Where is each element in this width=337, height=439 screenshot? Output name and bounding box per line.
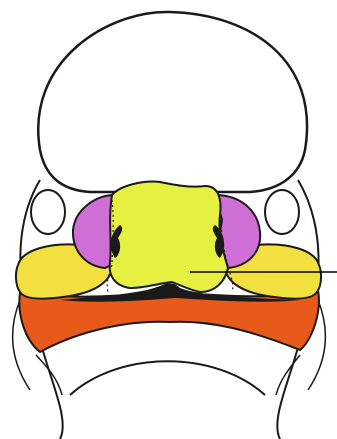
neck-fold-right [276,355,300,395]
neck-fold-left [36,355,62,395]
forebrain-dome [38,12,307,192]
chest-contour [70,361,265,395]
eye-left [31,190,65,234]
eye-right [265,190,299,234]
frontonasal-prominence [110,182,228,292]
